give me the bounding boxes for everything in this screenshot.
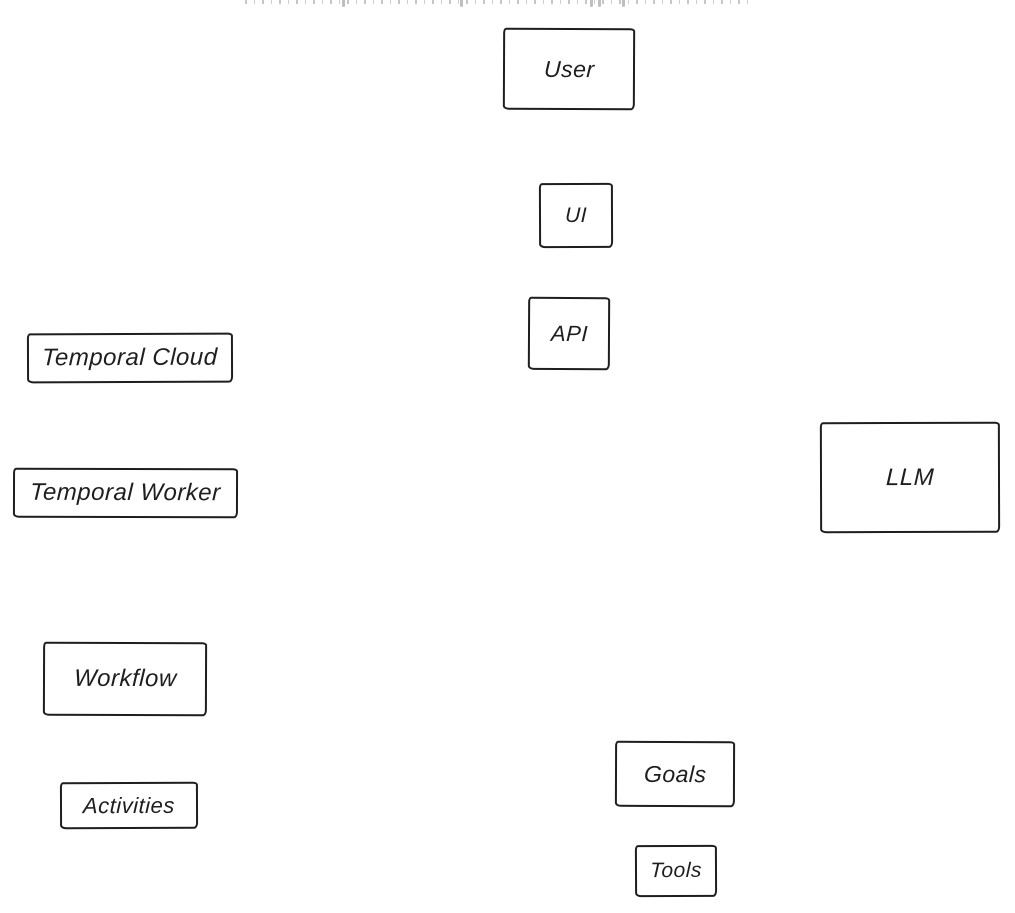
node-ui[interactable]: UI <box>538 182 614 249</box>
node-api[interactable]: API <box>527 296 611 371</box>
node-goals-label: Goals <box>643 760 707 787</box>
caption-glyph-fragment <box>460 0 463 7</box>
clipped-caption-remnant <box>245 0 755 7</box>
node-llm[interactable]: LLM <box>819 421 1001 534</box>
node-temporal-worker[interactable]: Temporal Worker <box>12 467 239 519</box>
caption-glyph-fragment <box>342 0 345 7</box>
node-workflow[interactable]: Workflow <box>42 641 208 717</box>
node-llm-label: LLM <box>885 463 935 491</box>
node-temporal-cloud-label: Temporal Cloud <box>41 343 219 372</box>
node-user-label: User <box>543 55 595 82</box>
node-user[interactable]: User <box>502 27 636 111</box>
node-api-label: API <box>550 320 589 346</box>
node-goals[interactable]: Goals <box>614 740 736 808</box>
node-workflow-label: Workflow <box>73 664 177 693</box>
node-ui-label: UI <box>564 203 588 227</box>
node-temporal-cloud[interactable]: Temporal Cloud <box>26 332 234 384</box>
node-tools-label: Tools <box>649 858 703 883</box>
node-activities[interactable]: Activities <box>59 781 199 830</box>
caption-glyph-fragment <box>598 0 601 7</box>
node-tools[interactable]: Tools <box>634 844 718 898</box>
node-temporal-worker-label: Temporal Worker <box>29 478 222 507</box>
caption-glyph-fragment <box>622 0 625 7</box>
caption-glyph-fragment <box>590 0 593 7</box>
node-activities-label: Activities <box>82 792 176 818</box>
